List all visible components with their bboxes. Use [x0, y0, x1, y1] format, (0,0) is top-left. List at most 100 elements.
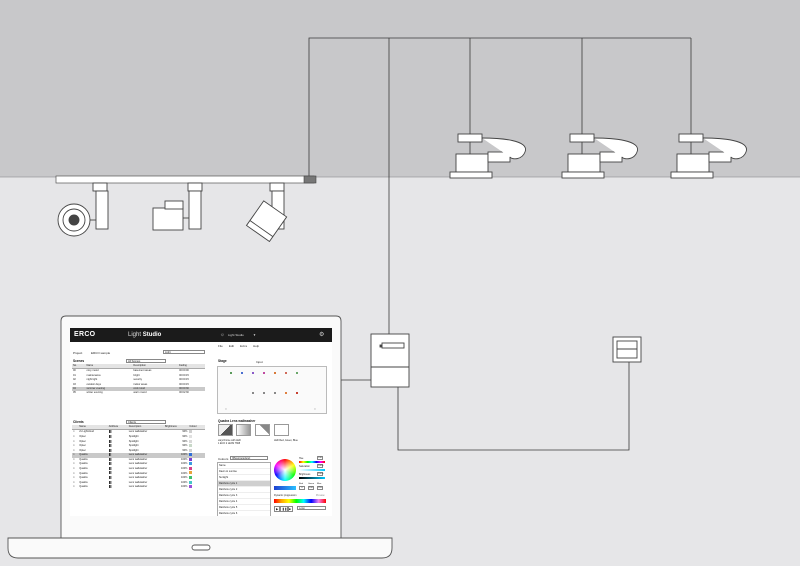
col-header[interactable]: Attribute [107, 425, 128, 431]
client-colour-swatch[interactable] [188, 471, 205, 476]
list-item[interactable]: Sunlight [218, 475, 270, 481]
rgb-red-value[interactable]: 0 [299, 486, 305, 490]
list-item[interactable]: Rainbow cycle 4 [218, 499, 270, 505]
col-header[interactable]: No. [72, 364, 86, 370]
col-header[interactable]: Name [78, 425, 108, 431]
row-checkbox[interactable]: □ [73, 485, 75, 489]
list-item[interactable]: Rainbow cycle 2 [218, 487, 270, 493]
row-checkbox[interactable]: □ [73, 457, 75, 461]
brightness-slider[interactable] [299, 477, 325, 479]
colour-wheel[interactable] [274, 459, 296, 481]
colours-select[interactable]: [Playprocedure] [230, 456, 268, 460]
row-checkbox[interactable]: □ [73, 476, 75, 480]
row-checkbox[interactable]: □ [73, 448, 75, 452]
row-checkbox[interactable]: □ [73, 471, 75, 475]
col-header[interactable]: Colour [188, 425, 205, 431]
stage-light-marker[interactable] [252, 392, 254, 394]
pause-icon[interactable]: ❚❚ [280, 506, 290, 512]
stage-light-marker[interactable] [296, 392, 298, 394]
col-header[interactable]: Name [85, 364, 133, 370]
saturation-slider[interactable] [299, 469, 325, 471]
list-item[interactable]: Rainbow cycle 6 [218, 511, 270, 516]
project-select[interactable]: Light [163, 350, 205, 354]
stage-light-marker[interactable] [296, 372, 298, 374]
col-header[interactable]: Fading [178, 364, 205, 370]
client-colour-swatch[interactable] [188, 462, 205, 467]
client-colour-swatch[interactable] [188, 448, 205, 454]
row-checkbox[interactable]: □ [73, 480, 75, 484]
stage-light-marker[interactable] [230, 372, 232, 374]
client-colour-swatch[interactable] [188, 434, 205, 440]
dynamic-gradient[interactable] [274, 499, 326, 503]
menu-edit[interactable]: Edit [228, 344, 235, 348]
clients-filter[interactable]: Clients [126, 420, 166, 424]
col-header[interactable] [72, 425, 79, 431]
client-colour-swatch[interactable] [188, 453, 205, 458]
play-icon[interactable]: ▶ [274, 506, 281, 512]
row-checkbox[interactable]: □ [72, 453, 79, 458]
stage-light-marker[interactable] [241, 372, 243, 374]
menu-help[interactable]: Help [253, 344, 260, 348]
row-checkbox[interactable]: □ [73, 462, 75, 466]
stage-light-marker[interactable] [263, 392, 265, 394]
client-colour-swatch[interactable] [188, 485, 205, 490]
col-header[interactable]: Description [127, 425, 164, 431]
list-item[interactable]: Dawn to sunrise [218, 469, 270, 475]
rgb-blue-value[interactable]: 255 [317, 486, 323, 490]
client-colour-swatch[interactable] [188, 444, 205, 449]
fixture-thumbnail-1[interactable] [218, 424, 233, 436]
row-checkbox[interactable]: □ [73, 466, 75, 470]
stop-icon[interactable]: ■ [287, 506, 293, 512]
list-item[interactable]: Name [218, 463, 270, 469]
brightness-value[interactable]: 100% [317, 472, 324, 476]
gear-icon[interactable]: ⚙ [319, 332, 325, 338]
client-colour-swatch[interactable] [188, 476, 205, 481]
stage-light-marker[interactable] [274, 372, 276, 374]
loop-select[interactable]: Loop [297, 506, 326, 510]
hue-value[interactable]: 190 [317, 456, 323, 460]
row-checkbox[interactable]: □ [73, 444, 75, 448]
col-header[interactable]: Brightness [163, 425, 189, 431]
hue-slider[interactable] [299, 461, 325, 463]
list-item[interactable]: Rainbow cycle 5 [218, 505, 270, 511]
fixture-thumbnail-2[interactable] [236, 424, 251, 436]
rgb-green-value[interactable]: 100 [308, 486, 314, 490]
list-item[interactable]: Rainbow cycle 1 [218, 481, 270, 487]
stage-light-marker[interactable] [252, 372, 254, 374]
saturation-value[interactable]: 100% [317, 464, 324, 468]
stage-light-marker[interactable] [263, 372, 265, 374]
client-colour-swatch[interactable] [188, 466, 205, 472]
list-item[interactable]: Rainbow cycle 3 [218, 493, 270, 499]
stage-light-marker[interactable] [274, 392, 276, 394]
stage-light-marker[interactable] [285, 392, 287, 394]
col-header[interactable]: Description [132, 364, 179, 370]
client-colour-swatch[interactable] [188, 439, 205, 445]
row-checkbox[interactable]: □ [73, 439, 75, 443]
client-colour-swatch[interactable] [188, 457, 205, 463]
row-checkbox[interactable]: □ [73, 435, 75, 439]
scenes-filter[interactable]: All Scenes [126, 359, 166, 363]
stage-light-marker[interactable] [285, 372, 287, 374]
fixture-thumbnail-3[interactable] [255, 424, 270, 436]
menu-extra[interactable]: Extra [240, 344, 248, 348]
stage-area[interactable]: ○ ○ [217, 366, 327, 414]
